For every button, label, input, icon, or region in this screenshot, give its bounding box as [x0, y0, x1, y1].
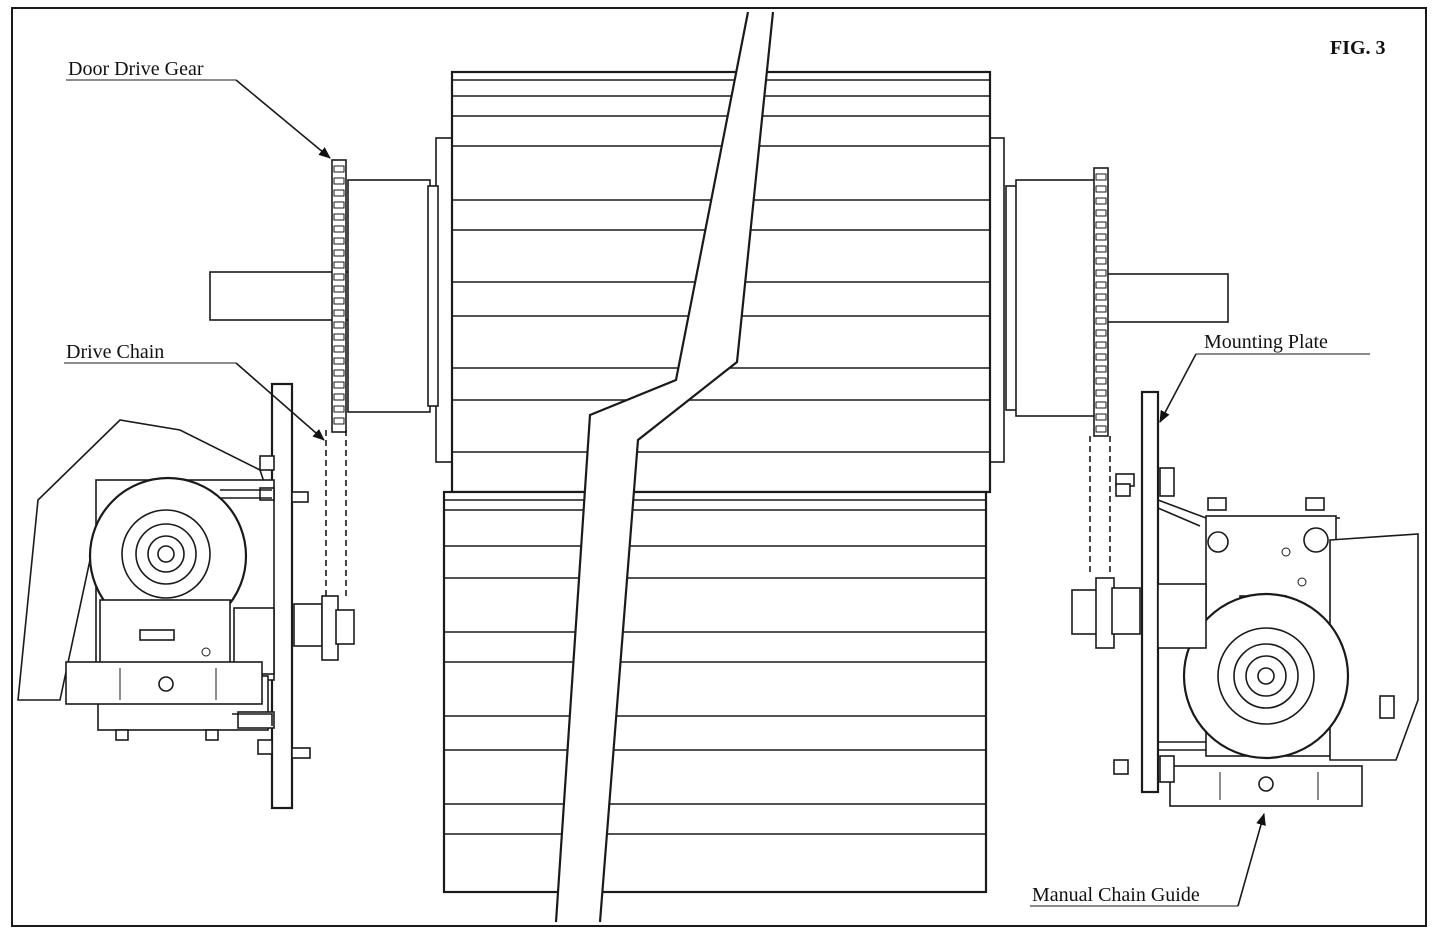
sprocket-tooth	[1095, 401, 1107, 409]
sprocket-tooth	[1095, 173, 1107, 181]
right-operator	[1071, 390, 1419, 807]
label-manual-chain-guide: Manual Chain Guide	[1032, 884, 1200, 906]
sprocket-tooth	[1095, 209, 1107, 217]
sprocket-tooth	[333, 189, 345, 197]
label-mounting-plate: Mounting Plate	[1204, 331, 1328, 353]
right-door-drive-sprocket	[1093, 167, 1109, 437]
sprocket-tooth	[1095, 185, 1107, 193]
sprocket-tooth	[333, 261, 345, 269]
sprocket-tooth	[333, 393, 345, 401]
sprocket-tooth	[333, 273, 345, 281]
break-line-left	[554, 11, 750, 923]
sprocket-tooth	[333, 369, 345, 377]
sprocket-tooth	[1095, 245, 1107, 253]
sprocket-tooth	[333, 201, 345, 209]
sprocket-tooth	[333, 213, 345, 221]
break-line-right	[598, 11, 775, 923]
sprocket-tooth	[1095, 293, 1107, 301]
sprocket-tooth	[1095, 413, 1107, 421]
left-door-drive-sprocket	[331, 159, 347, 433]
sprocket-tooth	[1095, 221, 1107, 229]
sprocket-tooth	[1095, 305, 1107, 313]
sprocket-tooth	[1095, 389, 1107, 397]
right-shaft	[1005, 179, 1229, 417]
right-drive-chain	[1089, 436, 1111, 576]
door-roll-drum	[435, 11, 1005, 923]
left-operator	[17, 382, 355, 810]
sprocket-tooth	[333, 249, 345, 257]
sprocket-tooth	[1095, 257, 1107, 265]
sprocket-tooth	[1095, 269, 1107, 277]
sprocket-tooth	[1095, 281, 1107, 289]
sprocket-tooth	[333, 345, 345, 353]
label-door-drive-gear: Door Drive Gear	[68, 58, 204, 80]
sprocket-tooth	[1095, 197, 1107, 205]
sprocket-tooth	[1095, 317, 1107, 325]
sprocket-tooth	[333, 309, 345, 317]
left-shaft	[209, 179, 439, 413]
callout-manual-chain-guide: Manual Chain Guide	[1030, 813, 1266, 907]
sprocket-tooth	[333, 417, 345, 425]
callout-drive-chain: Drive Chain	[64, 341, 325, 441]
sprocket-tooth	[333, 357, 345, 365]
label-drive-chain: Drive Chain	[66, 341, 164, 363]
sprocket-tooth	[333, 177, 345, 185]
sprocket-tooth	[333, 237, 345, 245]
sprocket-tooth	[1095, 341, 1107, 349]
sprocket-tooth	[1095, 329, 1107, 337]
callout-door-drive-gear: Door Drive Gear	[66, 58, 331, 159]
sprocket-tooth	[1095, 377, 1107, 385]
callout-mounting-plate: Mounting Plate	[1159, 331, 1370, 423]
figure-border	[11, 7, 1427, 927]
sprocket-tooth	[333, 285, 345, 293]
sprocket-tooth	[333, 297, 345, 305]
sprocket-tooth	[1095, 425, 1107, 433]
sprocket-tooth	[333, 381, 345, 389]
sprocket-tooth	[333, 405, 345, 413]
break-line-band	[556, 12, 773, 922]
figure-number: FIG. 3	[1330, 37, 1386, 59]
sprocket-tooth	[1095, 353, 1107, 361]
left-drive-chain	[325, 430, 347, 600]
sprocket-tooth	[1095, 365, 1107, 373]
sprocket-tooth	[333, 333, 345, 341]
sprocket-tooth	[1095, 233, 1107, 241]
sprocket-tooth	[333, 165, 345, 173]
sprocket-tooth	[333, 225, 345, 233]
sprocket-tooth	[333, 321, 345, 329]
